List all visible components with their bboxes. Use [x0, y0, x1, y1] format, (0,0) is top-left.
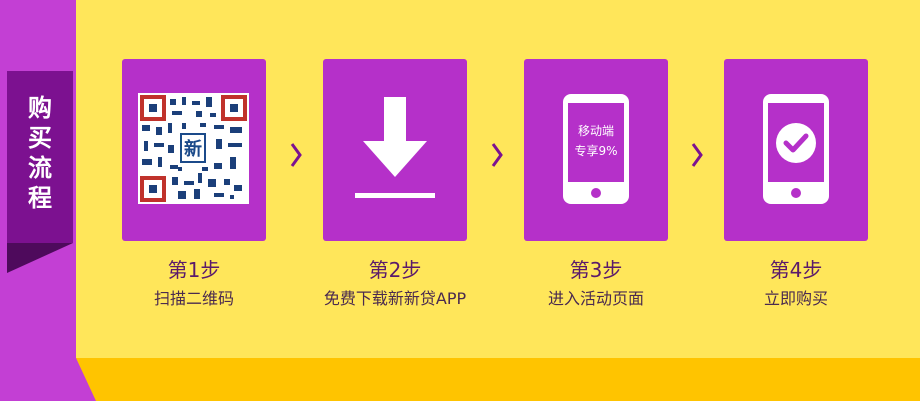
qr-logo: 新 — [180, 133, 206, 163]
phone-home-button — [591, 188, 601, 198]
ribbon-char: 程 — [28, 184, 52, 212]
chevron-right-icon — [691, 143, 703, 167]
step-3-description: 进入活动页面 — [547, 289, 644, 308]
step-1-description: 扫描二维码 — [153, 289, 234, 308]
step-3-card: 移动端 专享9% — [524, 59, 668, 241]
step-1-card: 新 — [122, 59, 266, 241]
step-1-title: 第1步 — [167, 258, 221, 282]
step-4-title: 第4步 — [769, 258, 823, 282]
step-4-card — [724, 59, 868, 241]
check-circle-icon — [776, 123, 816, 163]
ribbon-char: 买 — [28, 124, 52, 152]
qr-code-icon[interactable]: 新 — [138, 93, 249, 204]
ribbon-tail — [7, 243, 73, 273]
ribbon-char: 流 — [28, 154, 52, 182]
download-icon — [355, 97, 435, 198]
step-2-description: 免费下载新新贷APP — [323, 289, 467, 308]
ribbon-char: 购 — [28, 94, 52, 122]
phone-check-icon — [763, 94, 829, 204]
step-2-title: 第2步 — [368, 258, 422, 282]
promo-line-2: 专享9% — [574, 144, 618, 158]
step-3-title: 第3步 — [569, 258, 623, 282]
step-2-card — [323, 59, 467, 241]
promo-line-1: 移动端 — [577, 124, 614, 138]
phone-screen — [768, 103, 824, 182]
bottom-bar — [76, 358, 920, 401]
chevron-right-icon — [491, 143, 503, 167]
chevron-right-icon — [290, 143, 302, 167]
phone-screen: 移动端 专享9% — [568, 103, 624, 182]
phone-home-button — [791, 188, 801, 198]
mobile-phone-icon: 移动端 专享9% — [563, 94, 629, 204]
purchase-flow-ribbon: 购 买 流 程 — [7, 71, 73, 243]
step-4-description: 立即购买 — [763, 289, 828, 308]
